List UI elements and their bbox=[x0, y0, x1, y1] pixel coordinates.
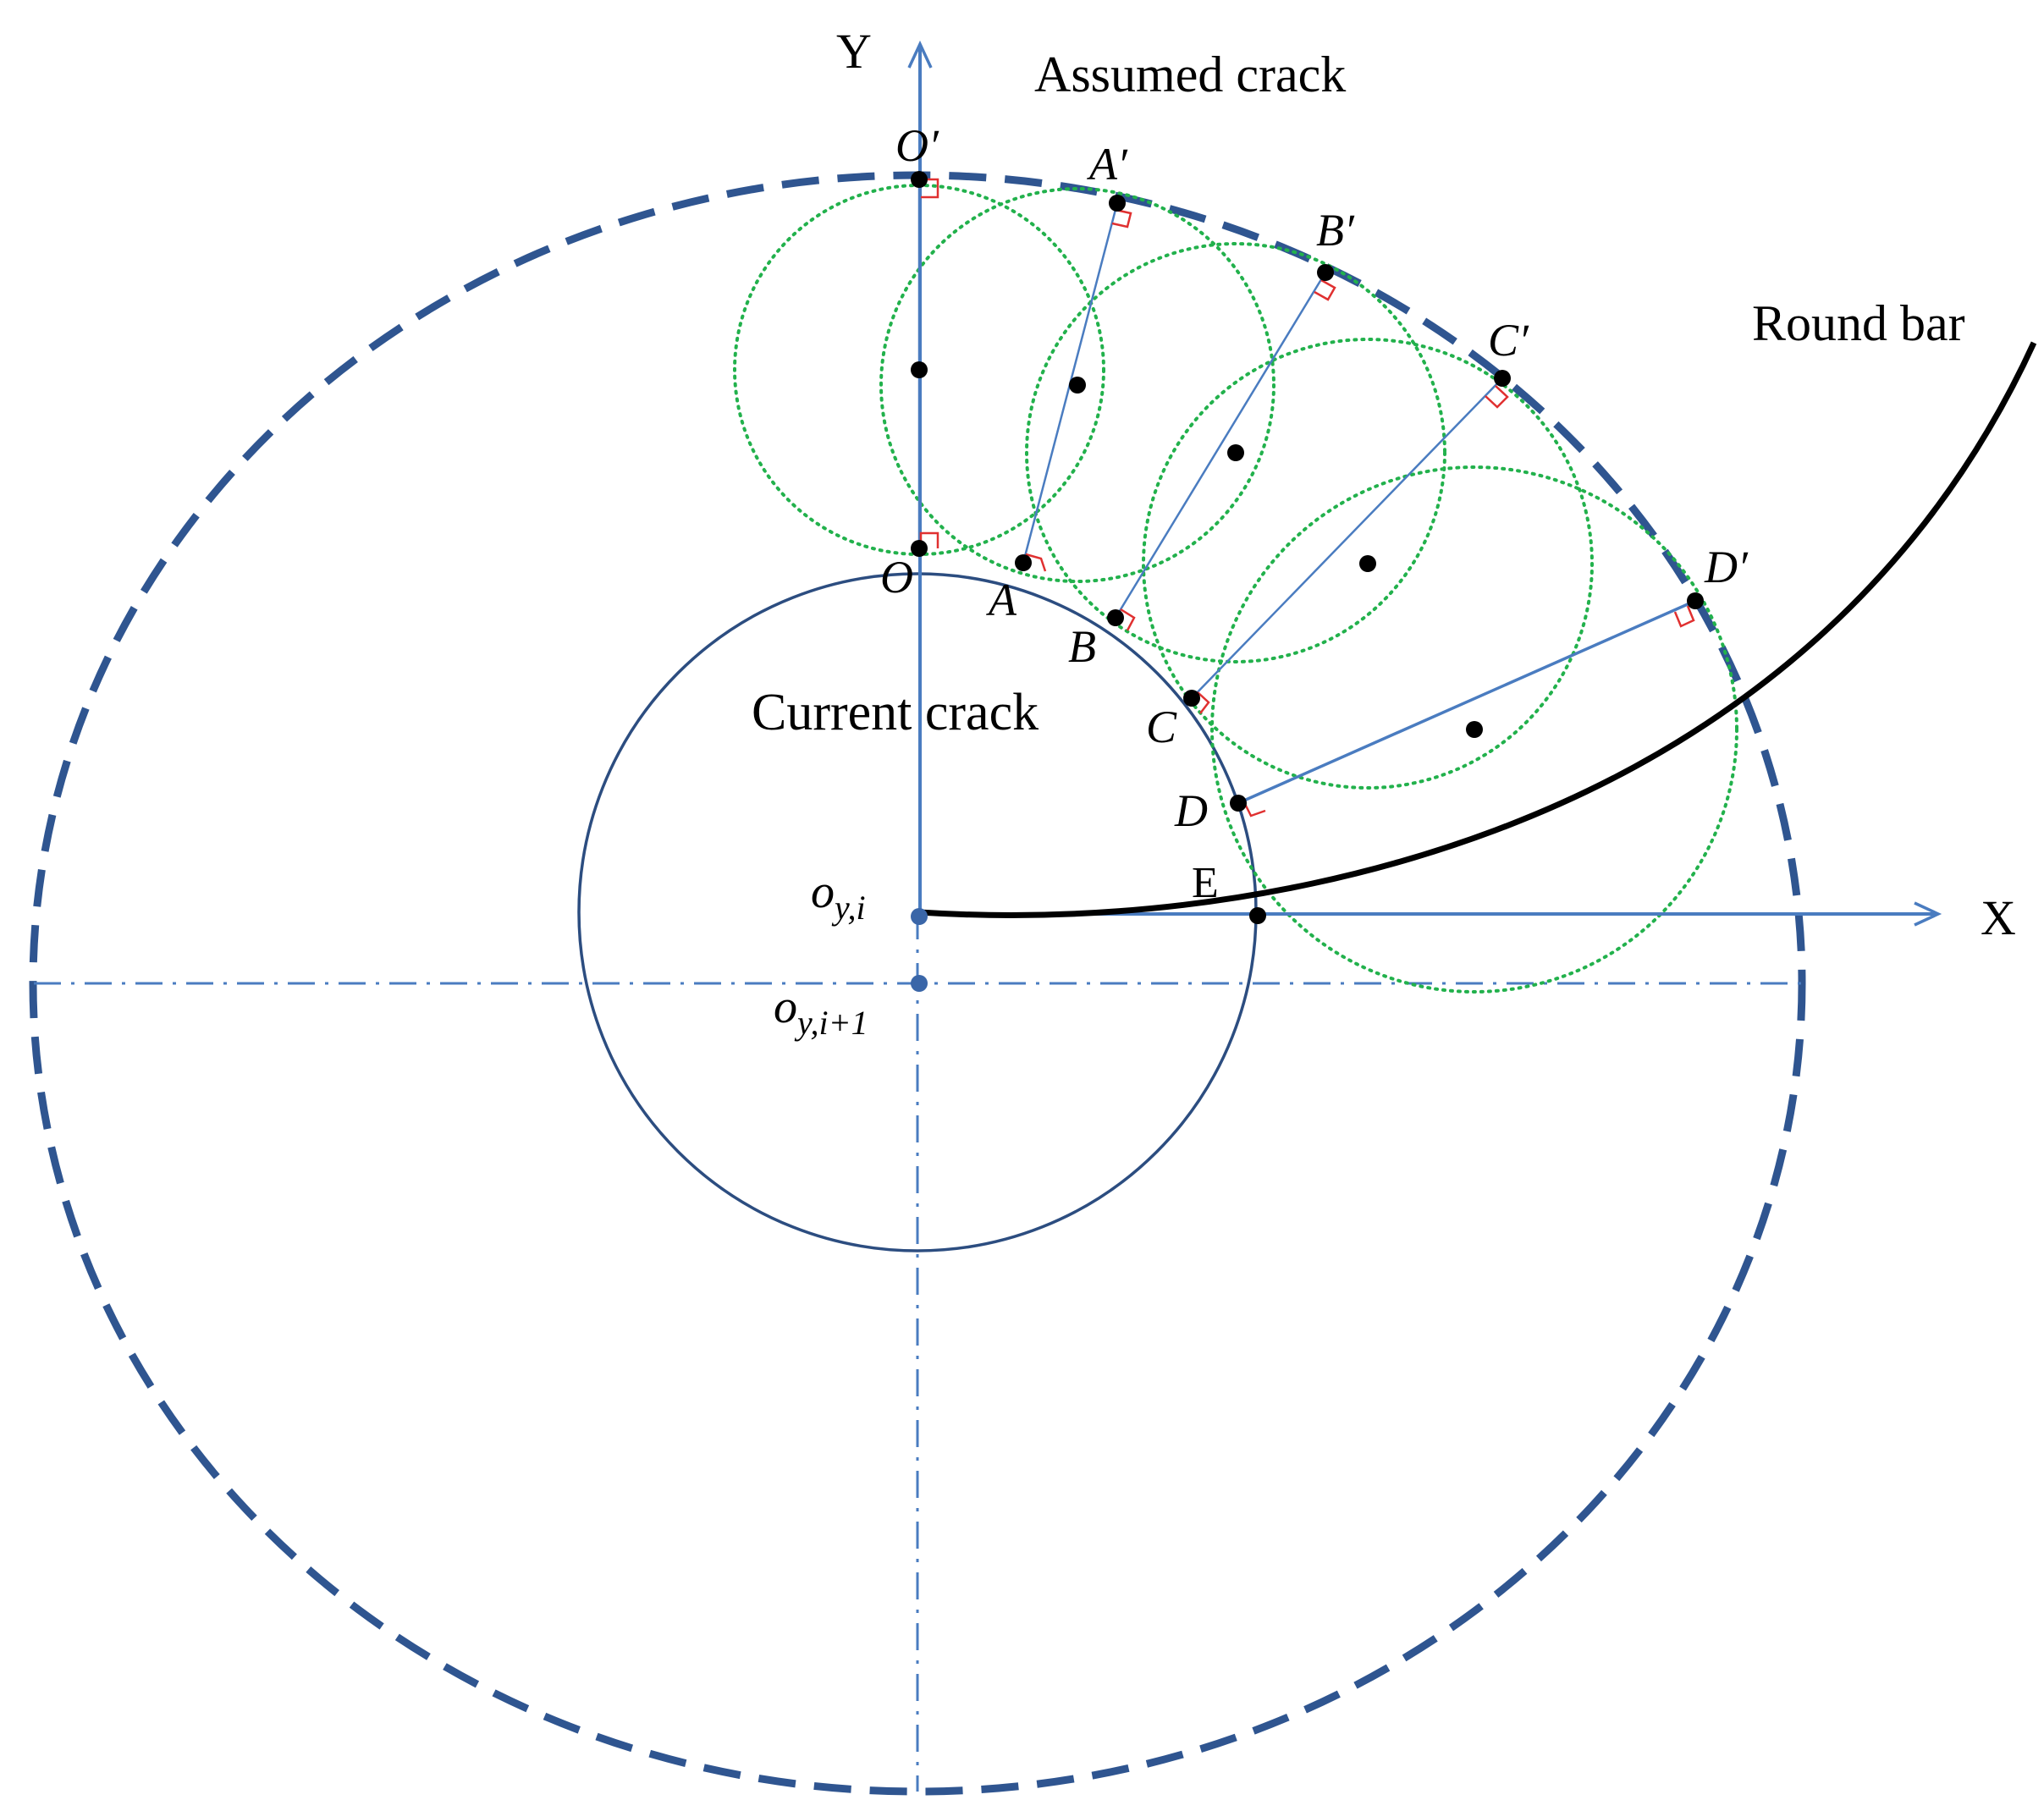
point-C-label: C bbox=[1146, 702, 1177, 752]
point-C-prime bbox=[1494, 370, 1511, 387]
dotted-circle-4 bbox=[1142, 338, 1594, 790]
origin-i1-subscript: y,i+1 bbox=[794, 1004, 868, 1042]
point-C-prime-label: C′ bbox=[1488, 315, 1529, 366]
center-point-2 bbox=[1069, 377, 1086, 394]
assumed-crack-label: Assumed crack bbox=[1034, 47, 1346, 102]
center-point-5 bbox=[1466, 721, 1483, 738]
point-O-label: O bbox=[880, 552, 913, 603]
point-O-prime bbox=[911, 171, 928, 188]
right-angle-B bbox=[1120, 608, 1136, 631]
dotted-circle-2 bbox=[879, 187, 1275, 583]
right-angle-D-prime bbox=[1673, 605, 1695, 628]
origin-i-subscript: y,i bbox=[831, 889, 866, 927]
text-labels: Y X Assumed crack Round bar Current crac… bbox=[752, 24, 2016, 1042]
point-A-prime-label: A′ bbox=[1087, 139, 1128, 190]
round-bar-label: Round bar bbox=[1752, 295, 1965, 351]
point-E-label: E bbox=[1192, 859, 1219, 907]
x-axis-label: X bbox=[1981, 890, 2016, 945]
right-angle-C bbox=[1197, 691, 1210, 714]
origin-i-main: o bbox=[811, 866, 835, 918]
point-B bbox=[1107, 609, 1124, 626]
dotted-circle-5 bbox=[1210, 465, 1738, 994]
round-bar-curve bbox=[918, 341, 2037, 918]
right-angle-O-prime bbox=[921, 178, 939, 199]
normal-line-B bbox=[1114, 272, 1327, 619]
point-B-label: B bbox=[1068, 621, 1096, 672]
point-E bbox=[1249, 907, 1266, 924]
point-D-prime bbox=[1687, 592, 1704, 609]
point-A-label: A bbox=[986, 575, 1017, 625]
origin-point-i bbox=[911, 908, 928, 925]
right-angle-marks bbox=[919, 178, 1695, 817]
origin-i-label: oy,i bbox=[811, 866, 866, 927]
point-O-prime-label: O′ bbox=[895, 120, 939, 171]
current-crack-label: Current crack bbox=[752, 684, 1039, 741]
point-A-prime bbox=[1109, 195, 1126, 212]
point-group bbox=[911, 171, 1704, 924]
center-point-4 bbox=[1359, 555, 1376, 572]
origin-i1-label: oy,i+1 bbox=[774, 981, 868, 1042]
center-point-1 bbox=[911, 361, 928, 378]
point-C bbox=[1183, 690, 1200, 707]
point-D bbox=[1230, 795, 1247, 812]
point-D-label: D bbox=[1174, 785, 1208, 836]
point-A bbox=[1015, 554, 1032, 571]
right-angle-D bbox=[1242, 801, 1266, 817]
normal-line-C bbox=[1191, 377, 1503, 699]
origin-i1-main: o bbox=[774, 981, 797, 1033]
right-angle-A bbox=[1025, 553, 1047, 572]
point-D-prime-label: D′ bbox=[1704, 542, 1749, 592]
center-point-3 bbox=[1227, 444, 1244, 461]
point-O bbox=[911, 540, 928, 557]
right-angle-C-prime bbox=[1485, 385, 1509, 409]
normal-line-D bbox=[1237, 599, 1696, 805]
right-angle-B-prime bbox=[1314, 278, 1336, 301]
origin-points bbox=[911, 908, 928, 992]
point-B-prime-label: B′ bbox=[1316, 205, 1355, 256]
right-angle-A-prime bbox=[1111, 208, 1132, 228]
point-B-prime bbox=[1317, 264, 1334, 281]
y-axis-label: Y bbox=[836, 24, 872, 79]
dotted-circle-3 bbox=[1025, 242, 1446, 663]
origin-point-i1 bbox=[911, 975, 928, 992]
